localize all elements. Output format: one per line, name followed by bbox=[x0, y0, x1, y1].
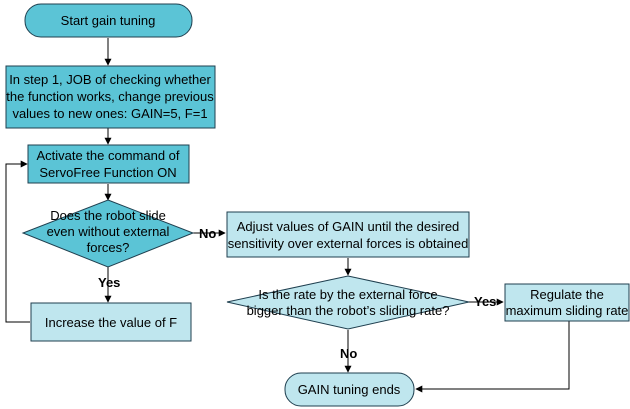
decision1-line-2: even without external bbox=[47, 224, 170, 239]
decision2-line-2: bigger than the robot’s sliding rate? bbox=[247, 303, 450, 318]
activate-line-1: Activate the command of bbox=[36, 148, 179, 163]
start-label: Start gain tuning bbox=[61, 13, 156, 28]
start-terminator: Start gain tuning bbox=[24, 3, 193, 38]
decision-rate-compare: Is the rate by the external force bigger… bbox=[226, 275, 470, 330]
end-label: GAIN tuning ends bbox=[298, 382, 401, 397]
activate-process: Activate the command of ServoFree Functi… bbox=[27, 144, 190, 184]
decision2-yes-label: Yes bbox=[474, 294, 496, 309]
arrow-regulate-to-end bbox=[415, 321, 570, 393]
decision2-no-label: No bbox=[340, 346, 357, 361]
decision1-yes-label: Yes bbox=[98, 275, 120, 290]
step1-line-2: the function works, change previous bbox=[6, 89, 214, 104]
step1-line-3: values to new ones: GAIN=5, F=1 bbox=[12, 106, 207, 121]
decision2-line-1: Is the rate by the external force bbox=[258, 287, 437, 302]
decision1-line-3: forces? bbox=[87, 240, 130, 255]
regulate-line-2: maximum sliding rate bbox=[506, 303, 629, 318]
increase-label: Increase the value of F bbox=[45, 315, 177, 330]
regulate-process: Regulate the maximum sliding rate bbox=[504, 283, 630, 322]
regulate-line-1: Regulate the bbox=[530, 287, 604, 302]
end-terminator: GAIN tuning ends bbox=[284, 372, 415, 407]
step1-process: In step 1, JOB of checking whether the f… bbox=[5, 65, 216, 129]
decision1-no-label: No bbox=[199, 226, 216, 241]
arrow-increase-loop-back bbox=[5, 160, 30, 323]
decision-robot-slide: Does the robot slide even without extern… bbox=[21, 199, 195, 268]
adjust-line-1: Adjust values of GAIN until the desired bbox=[237, 219, 460, 234]
connectors bbox=[5, 38, 570, 393]
adjust-gain-process: Adjust values of GAIN until the desired … bbox=[226, 211, 470, 258]
adjust-line-2: sensitivity over external forces is obta… bbox=[228, 236, 469, 251]
decision1-line-1: Does the robot slide bbox=[50, 208, 166, 223]
activate-line-2: ServoFree Function ON bbox=[39, 165, 176, 180]
increase-f-process: Increase the value of F bbox=[30, 302, 192, 342]
step1-line-1: In step 1, JOB of checking whether bbox=[9, 72, 211, 87]
